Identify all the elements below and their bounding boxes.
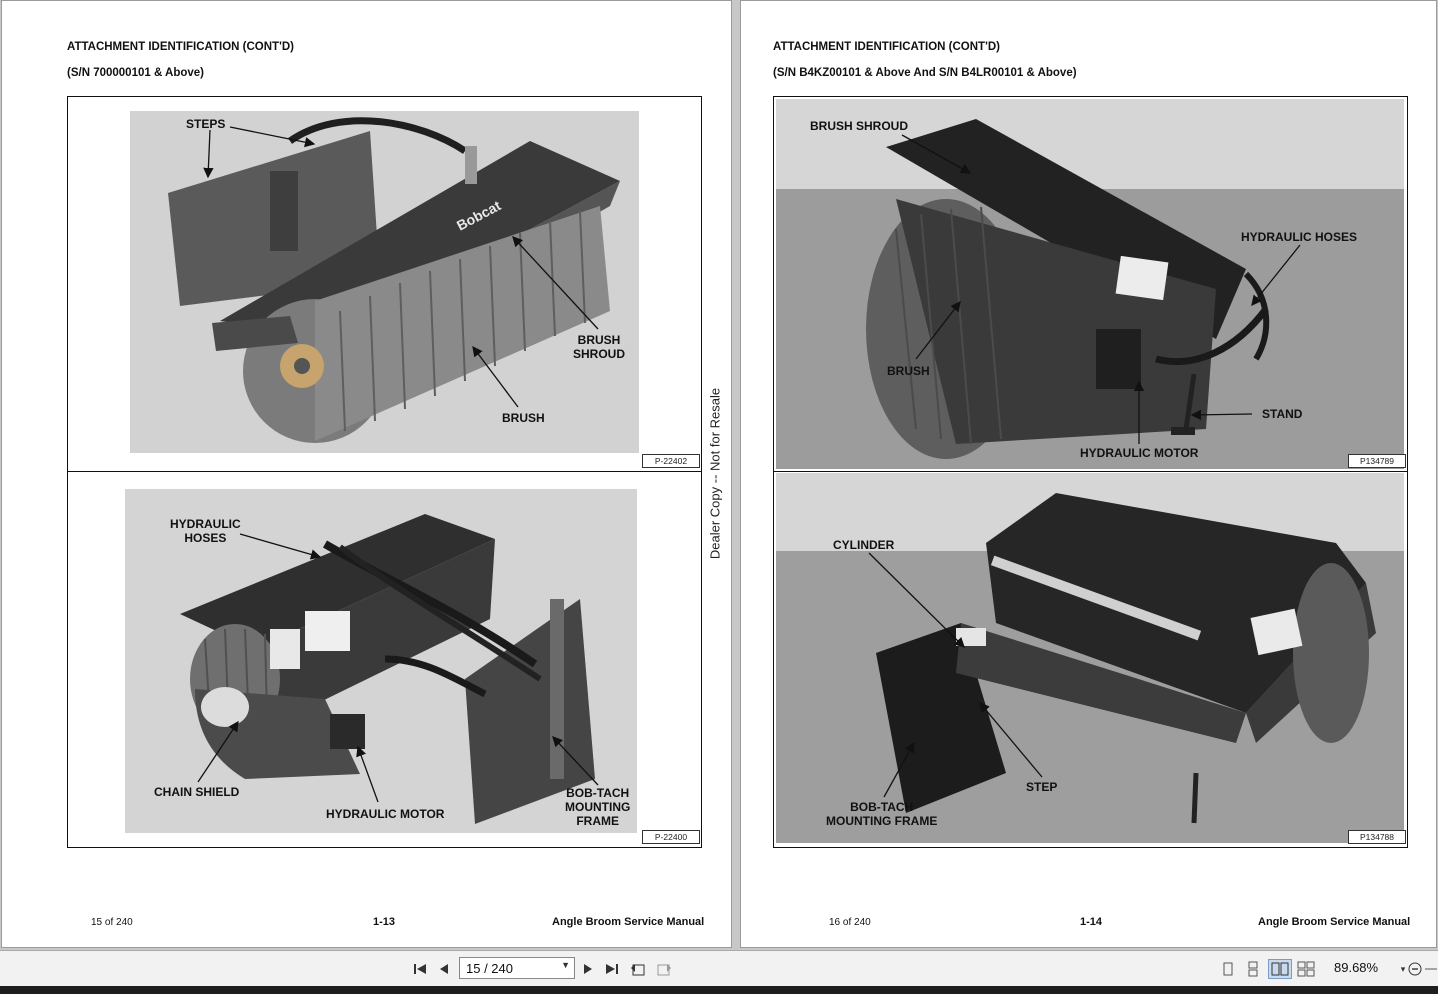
page-16: ATTACHMENT IDENTIFICATION (CONT'D) (S/N … — [740, 0, 1437, 948]
zoom-dropdown-icon[interactable]: ▾ — [1400, 963, 1406, 974]
page-15: ATTACHMENT IDENTIFICATION (CONT'D) (S/N … — [1, 0, 732, 948]
page-number-value: 15 / 240 — [466, 961, 513, 976]
photo-id-label: P-22402 — [642, 454, 700, 468]
taskbar-edge — [0, 986, 1438, 994]
photo-new-broom-rear — [776, 473, 1404, 843]
figure-frame: P134789 — [773, 96, 1408, 848]
callout-brush: BRUSH — [887, 364, 930, 378]
photo-id-label: P134788 — [1348, 830, 1406, 844]
continuous-icon[interactable] — [1243, 959, 1263, 979]
figure-divider — [774, 471, 1407, 472]
zoom-out-icon[interactable] — [1405, 959, 1425, 979]
callout-bobtach-frame: BOB-TACH MOUNTING FRAME — [565, 786, 631, 828]
next-page-icon[interactable] — [578, 959, 598, 979]
viewer-toolbar: ▾ — [0, 950, 1438, 986]
photo-id-label: P134789 — [1348, 454, 1406, 468]
previous-view-icon[interactable] — [628, 959, 648, 979]
chevron-down-icon[interactable]: ▼ — [561, 960, 570, 970]
callout-cylinder: CYLINDER — [833, 538, 895, 552]
first-page-icon[interactable] — [410, 959, 430, 979]
zoom-level[interactable]: 89.68% — [1334, 960, 1379, 975]
prev-page-icon[interactable] — [434, 959, 454, 979]
serial-range: (S/N B4KZ00101 & Above And S/N B4LR00101… — [773, 67, 1077, 79]
photo-new-broom-front — [776, 99, 1404, 469]
facing-icon[interactable] — [1268, 959, 1292, 979]
photo-angle-broom-front: Bobcat — [130, 111, 639, 453]
figure-divider — [68, 471, 701, 472]
callout-hydraulic-motor: HYDRAULIC MOTOR — [1080, 446, 1199, 460]
serial-range: (S/N 700000101 & Above) — [67, 67, 205, 79]
page-number: 1-13 — [373, 916, 396, 928]
callout-chain-shield: CHAIN SHIELD — [154, 785, 240, 799]
callout-hydraulic-motor: HYDRAULIC MOTOR — [326, 807, 445, 821]
callout-bobtach-frame: BOB-TACH MOUNTING FRAME — [826, 800, 938, 828]
figure-frame: Bobcat P-22402 — [67, 96, 702, 848]
manual-title: Angle Broom Service Manual — [1258, 916, 1411, 928]
callout-step: STEP — [1026, 780, 1058, 794]
page-count: 15 of 240 — [91, 917, 133, 928]
page-number-input[interactable]: 15 / 240 ▼ — [459, 957, 575, 979]
section-title: ATTACHMENT IDENTIFICATION (CONT'D) — [67, 41, 294, 53]
callout-hydraulic-hoses: HYDRAULIC HOSES — [1241, 230, 1358, 244]
callout-stand: STAND — [1262, 407, 1303, 421]
section-title: ATTACHMENT IDENTIFICATION (CONT'D) — [773, 41, 1000, 53]
callout-brush-shroud: BRUSH SHROUD — [810, 119, 909, 133]
page-number: 1-14 — [1080, 916, 1103, 928]
callout-brush: BRUSH — [502, 411, 545, 425]
last-page-icon[interactable] — [602, 959, 622, 979]
manual-title: Angle Broom Service Manual — [552, 916, 705, 928]
single-page-icon[interactable] — [1218, 959, 1238, 979]
continuous-facing-icon[interactable] — [1296, 959, 1316, 979]
zoom-slider-icon[interactable] — [1424, 959, 1438, 979]
page-count: 16 of 240 — [829, 917, 871, 928]
photo-id-label: P-22400 — [642, 830, 700, 844]
photo-angle-broom-rear — [125, 489, 637, 833]
callout-steps: STEPS — [186, 117, 226, 131]
document-viewport[interactable]: ATTACHMENT IDENTIFICATION (CONT'D) (S/N … — [0, 0, 1438, 950]
watermark-vertical: Dealer Copy -- Not for Resale — [707, 387, 723, 560]
callout-brush-shroud: BRUSH SHROUD — [573, 333, 626, 361]
next-view-icon[interactable] — [654, 959, 674, 979]
callout-hydraulic-hoses: HYDRAULIC HOSES — [170, 517, 241, 545]
